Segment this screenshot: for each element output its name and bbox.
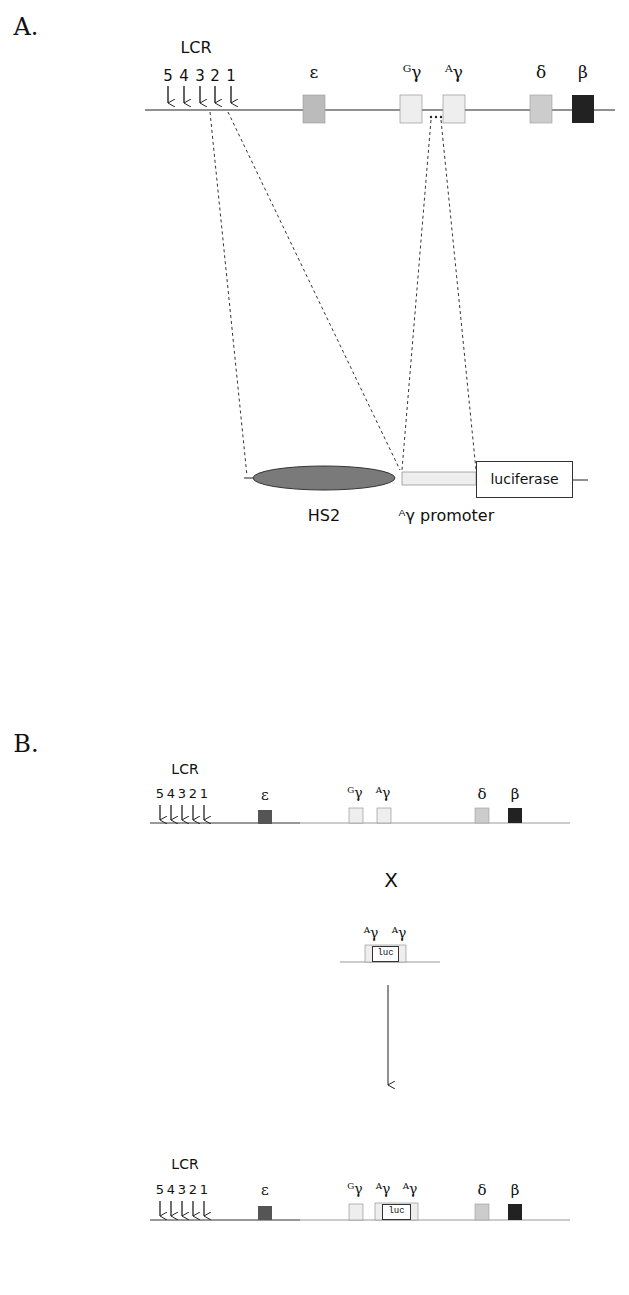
gene-name: δ <box>477 1182 486 1199</box>
site-number: 1 <box>200 1183 208 1197</box>
gene-name: ᴬγ <box>376 1182 391 1197</box>
site-number: 4 <box>167 1183 175 1197</box>
node-text: luciferase <box>490 472 558 487</box>
gene-name: ᴳγ <box>403 63 422 82</box>
gene-name: ᴬγ <box>392 926 407 941</box>
site-number: 2 <box>189 787 197 801</box>
gene-name: ᴬγ <box>364 926 379 941</box>
targeting-construct <box>340 945 440 1085</box>
site-number: 1 <box>200 787 208 801</box>
hypersensitive-site: HS2 <box>252 465 396 491</box>
site-number: 3 <box>178 1183 186 1197</box>
node-text: luc <box>377 949 393 959</box>
node-text: HS2 <box>308 507 340 525</box>
region-name: LCR <box>171 1157 198 1172</box>
reporter-box: luc <box>372 946 399 962</box>
site-number: 5 <box>156 1183 164 1197</box>
gene-name: ᴬγ <box>403 1182 418 1197</box>
gene-name: β <box>511 786 520 803</box>
site-number: 3 <box>178 787 186 801</box>
gene-name: β <box>511 1182 520 1199</box>
gene-name: ε <box>310 63 319 82</box>
gene-name: ᴳγ <box>347 1182 362 1197</box>
gene-name: ᴬγ <box>376 786 391 801</box>
node-text: ᴬγ promoter <box>399 507 495 525</box>
node-text: luc <box>388 1207 404 1217</box>
site-number: 2 <box>189 1183 197 1197</box>
gene-name: β <box>578 63 588 82</box>
gene-name: δ <box>536 63 546 82</box>
site-number: 5 <box>156 787 164 801</box>
site-number: 4 <box>179 68 189 85</box>
ellipse-outline <box>252 465 396 491</box>
gene-name: ᴳγ <box>347 786 362 801</box>
region-name: LCR <box>180 39 211 57</box>
reporter-box: luc <box>382 1204 411 1220</box>
gene-name: ᴬγ <box>445 63 463 82</box>
locus-a <box>145 86 615 123</box>
locus-b-top <box>150 805 570 824</box>
gene-name: ε <box>261 1182 269 1199</box>
cross-symbol: X <box>384 869 398 891</box>
locus-b-bottom <box>150 1201 570 1220</box>
reporter-box: luciferase <box>476 461 573 498</box>
site-number: 4 <box>167 787 175 801</box>
site-number: 2 <box>210 68 220 85</box>
gene-name: δ <box>477 786 486 803</box>
panel-letter: B. <box>13 731 38 757</box>
site-number: 5 <box>163 68 173 85</box>
panel-letter: A. <box>14 14 39 40</box>
site-number: 1 <box>226 68 236 85</box>
gene-name: ε <box>261 787 269 804</box>
promoter-box: ᴬγ promoter <box>402 472 476 485</box>
region-name: LCR <box>171 762 198 777</box>
site-number: 3 <box>195 68 205 85</box>
dashed-projection <box>210 112 476 476</box>
